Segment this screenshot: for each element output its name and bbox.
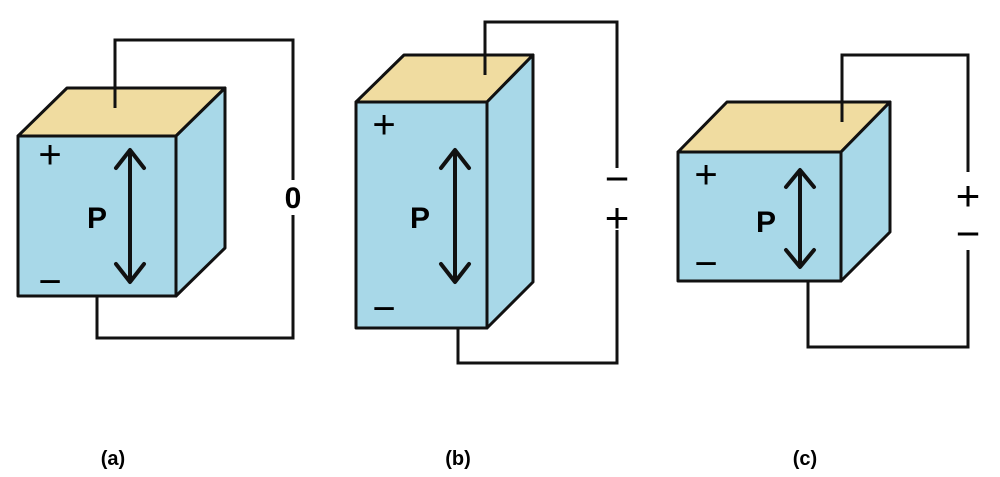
panel-c-wire [806, 53, 970, 349]
panel-b-wire [456, 20, 619, 365]
panel-c-caption: (c) [793, 448, 817, 470]
panel-b-battery-top-sign: − [605, 155, 630, 202]
panel-c-front-face [676, 150, 843, 283]
panel-b-caption: (b) [445, 448, 471, 470]
panel-a-wire [95, 38, 295, 340]
panel-a: + − P 0 (a) [16, 38, 306, 470]
panel-b-top-sign: + [372, 103, 395, 147]
panel-c-battery-gap [948, 172, 988, 250]
panel-a-circuit-label: 0 [285, 182, 302, 215]
panel-b-bottom-sign: − [372, 287, 395, 331]
panel-a-caption: (a) [101, 448, 125, 470]
panel-a-polarization-arrow [114, 148, 146, 284]
panel-b-polarization-label: P [410, 202, 430, 235]
panel-a-bottom-sign: − [38, 260, 61, 304]
panel-c: + − P + − (c) [676, 53, 988, 470]
panel-a-circuit-label-bg [280, 180, 306, 215]
panel-b-polarization-arrow [439, 148, 471, 284]
panel-c-bottom-sign: − [694, 242, 717, 286]
panel-b-battery-gap [598, 168, 636, 230]
panel-c-polarization-arrow [784, 168, 816, 269]
panel-c-battery-top-sign: + [956, 172, 981, 219]
panel-a-top-sign: + [38, 133, 61, 177]
panel-a-front-face [16, 134, 178, 298]
panel-b-side-face [485, 53, 535, 330]
panel-c-top-sign: + [694, 153, 717, 197]
panel-a-polarization-label: P [87, 202, 107, 235]
panel-c-polarization-label: P [756, 206, 776, 239]
panel-b: + − P − + (b) [354, 20, 636, 470]
panel-b-front-face [354, 100, 489, 330]
panel-b-battery-bottom-sign: + [605, 194, 630, 241]
panel-c-battery-bottom-sign: − [956, 210, 981, 257]
